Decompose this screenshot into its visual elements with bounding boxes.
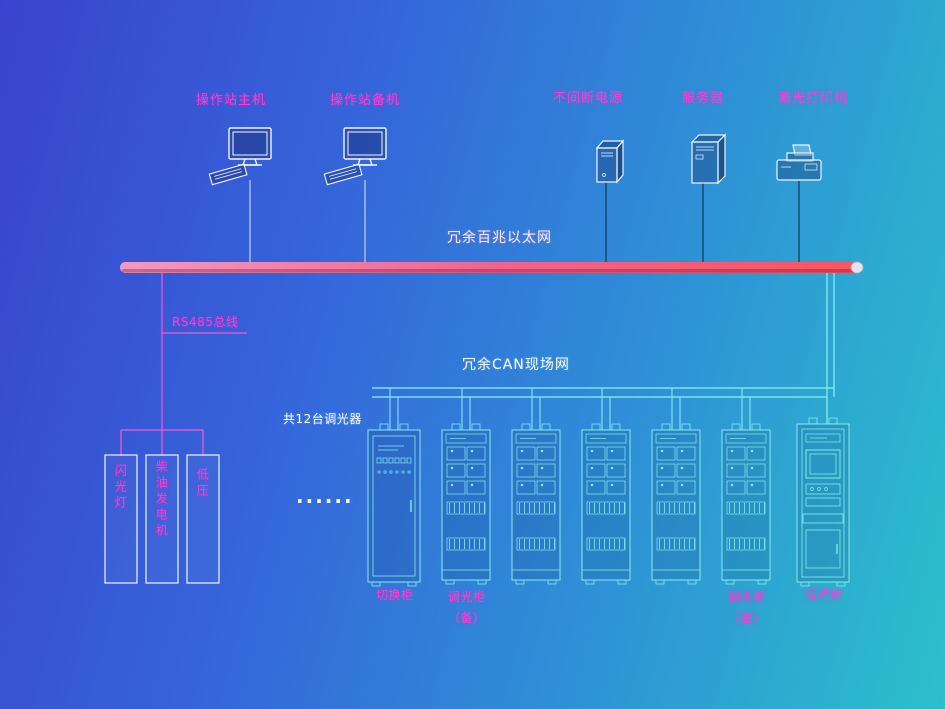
monitor-cabinet bbox=[796, 417, 850, 587]
label-cab-dimmer-backup: 调光柜 bbox=[448, 590, 486, 604]
panel-flash-light bbox=[104, 454, 138, 584]
label-can-bus: 冗余CAN现场网 bbox=[462, 357, 570, 373]
device-drop-lines bbox=[249, 180, 800, 264]
ellipsis-more-dimmers: ······ bbox=[296, 489, 354, 513]
ethernet-to-monitor-lines bbox=[826, 272, 835, 424]
label-panel-flash: 闪光灯 bbox=[113, 464, 128, 512]
server-icon bbox=[690, 133, 727, 185]
label-panel-lv: 低压 bbox=[195, 468, 210, 500]
rs485-lines bbox=[120, 273, 247, 456]
dimmer-cabinet bbox=[511, 423, 561, 585]
label-dimmer-count: 共12台调光器 bbox=[283, 412, 362, 426]
workstation-backup-icon bbox=[323, 127, 387, 186]
label-ethernet-bus: 冗余百兆以太网 bbox=[447, 230, 552, 246]
can-bus-lines bbox=[372, 387, 834, 430]
panel-low-voltage bbox=[186, 454, 220, 584]
label-printer: 激光打印机 bbox=[778, 91, 849, 106]
label-cab-switch: 切换柜 bbox=[376, 588, 414, 602]
dimmer-cabinet-main bbox=[721, 423, 771, 585]
ups-icon bbox=[595, 139, 625, 184]
label-cab-monitor: 监控柜 bbox=[805, 588, 843, 602]
panel-diesel-generator bbox=[145, 454, 179, 584]
label-cab-backup-suffix: （备） bbox=[448, 611, 486, 625]
left-panels bbox=[104, 454, 220, 584]
label-server: 服务器 bbox=[682, 91, 725, 106]
dimmer-cabinet bbox=[581, 423, 631, 585]
label-operator-backup: 操作站备机 bbox=[330, 93, 401, 108]
printer-icon bbox=[776, 144, 822, 181]
label-panel-diesel: 柴油发电机 bbox=[154, 460, 169, 540]
switch-cabinet bbox=[367, 423, 421, 587]
label-cab-main-suffix: （主） bbox=[728, 611, 766, 625]
label-rs485-bus: RS485总线 bbox=[172, 315, 239, 329]
dimmer-cabinet-backup bbox=[441, 423, 491, 585]
ethernet-bus-bar bbox=[120, 261, 864, 274]
label-operator-host: 操作站主机 bbox=[196, 93, 267, 108]
label-ups: 不间断电源 bbox=[553, 91, 624, 106]
label-cab-dimmer-main: 调光柜 bbox=[728, 590, 766, 604]
workstation-host-icon bbox=[208, 127, 272, 186]
dimmer-cabinet bbox=[651, 423, 701, 585]
